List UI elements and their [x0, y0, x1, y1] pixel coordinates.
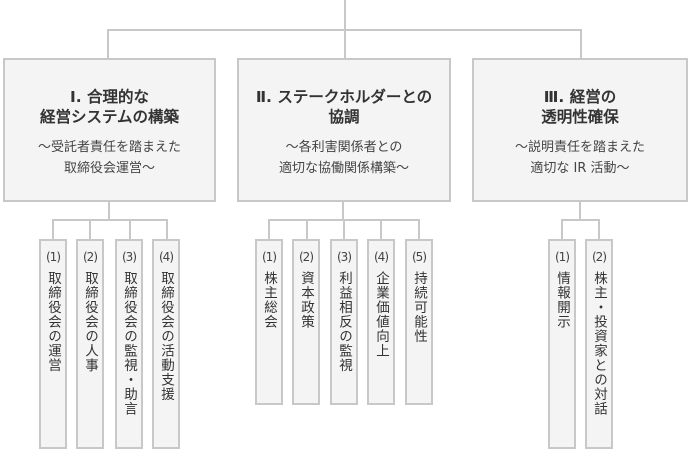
item-2-5: (5) 持続可能性 [405, 239, 433, 405]
pillar-2-title-line2: 協調 [328, 108, 360, 126]
item-3-2-connector [598, 219, 600, 240]
item-label: 取締役会の活動支援 [158, 271, 174, 402]
pillar-3-subtitle-line2: 適切な IR 活動～ [530, 161, 630, 176]
pillar-1-down-connector [108, 202, 110, 220]
item-number: (2) [592, 250, 607, 264]
item-1-4-connector [166, 219, 168, 240]
item-number: (2) [299, 250, 314, 264]
item-2-1-connector [268, 219, 270, 240]
item-label: 情報開示 [554, 271, 570, 329]
pillar-1-title-line2: 経営システムの構築 [39, 108, 180, 126]
connector-top [344, 0, 346, 31]
pillar-3-title-line2: 透明性確保 [541, 108, 619, 126]
item-1-3: (3) 取締役会の監視・助言 [115, 239, 143, 449]
item-label: 企業価値向上 [373, 271, 389, 358]
item-label: 持続可能性 [411, 271, 427, 344]
pillar-3-down-connector [579, 202, 581, 220]
pillar-2-subtitle: ～各利害関係者との 適切な協働関係構築～ [239, 137, 449, 179]
item-2-2: (2) 資本政策 [292, 239, 320, 405]
pillar-2-title-line1: Ⅱ. ステークホルダーとの [255, 88, 433, 106]
pillar-3-title-line1: Ⅲ. 経営の [543, 88, 617, 106]
item-3-1-connector [561, 219, 563, 240]
item-1-3-connector [129, 219, 131, 240]
pillar-1-title-line1: Ⅰ. 合理的な [69, 88, 150, 106]
item-3-2: (2) 株主・投資家との対話 [585, 239, 613, 449]
pillar-3-box: Ⅲ. 経営の 透明性確保 ～説明責任を踏まえた 適切な IR 活動～ [472, 58, 688, 202]
connector-pillar-1 [107, 29, 109, 59]
item-number: (2) [83, 250, 98, 264]
item-2-4: (4) 企業価値向上 [367, 239, 395, 405]
item-number: (3) [122, 250, 137, 264]
item-label: 資本政策 [298, 271, 314, 329]
pillar-1-items-bar [52, 219, 168, 221]
item-number: (5) [412, 250, 427, 264]
pillar-3-title: Ⅲ. 経営の 透明性確保 [474, 87, 686, 127]
item-3-1: (1) 情報開示 [548, 239, 576, 449]
item-label: 取締役会の監視・助言 [121, 271, 137, 416]
item-2-2-connector [306, 219, 308, 240]
item-number: (4) [159, 250, 174, 264]
item-2-5-connector [418, 219, 420, 240]
pillar-1-subtitle: ～受託者責任を踏まえた 取締役会運営～ [5, 137, 214, 179]
item-label: 株主総会 [261, 271, 277, 329]
pillar-2-title: Ⅱ. ステークホルダーとの 協調 [239, 87, 449, 127]
pillar-3-items-bar [561, 219, 600, 221]
pillar-2-down-connector [342, 202, 344, 220]
pillar-3-subtitle-line1: ～説明責任を踏まえた [514, 140, 645, 155]
item-1-4: (4) 取締役会の活動支援 [152, 239, 180, 449]
pillar-2-subtitle-line2: 適切な協働関係構築～ [278, 161, 409, 176]
connector-pillar-3 [580, 29, 582, 59]
pillar-1-box: Ⅰ. 合理的な 経営システムの構築 ～受託者責任を踏まえた 取締役会運営～ [3, 58, 216, 202]
item-number: (3) [337, 250, 352, 264]
item-number: (1) [262, 250, 277, 264]
item-label: 株主・投資家との対話 [591, 271, 607, 416]
item-1-1: (1) 取締役会の運営 [39, 239, 67, 449]
item-label: 取締役会の運営 [45, 271, 61, 373]
item-label: 利益相反の監視 [336, 271, 352, 373]
pillar-3-subtitle: ～説明責任を踏まえた 適切な IR 活動～ [474, 137, 686, 179]
pillar-1-subtitle-line2: 取締役会運営～ [63, 161, 155, 176]
item-1-1-connector [52, 219, 54, 240]
item-number: (1) [46, 250, 61, 264]
item-2-3-connector [343, 219, 345, 240]
item-1-2-connector [89, 219, 91, 240]
connector-pillar-2 [344, 29, 346, 59]
item-2-1: (1) 株主総会 [255, 239, 283, 405]
item-number: (4) [374, 250, 389, 264]
item-number: (1) [555, 250, 570, 264]
pillar-1-subtitle-line1: ～受託者責任を踏まえた [37, 140, 181, 155]
item-1-2: (2) 取締役会の人事 [76, 239, 104, 449]
item-2-4-connector [380, 219, 382, 240]
item-label: 取締役会の人事 [82, 271, 98, 373]
pillar-2-box: Ⅱ. ステークホルダーとの 協調 ～各利害関係者との 適切な協働関係構築～ [237, 58, 451, 202]
item-2-3: (3) 利益相反の監視 [330, 239, 358, 405]
pillar-1-title: Ⅰ. 合理的な 経営システムの構築 [5, 87, 214, 127]
pillar-2-subtitle-line1: ～各利害関係者との [285, 140, 403, 155]
